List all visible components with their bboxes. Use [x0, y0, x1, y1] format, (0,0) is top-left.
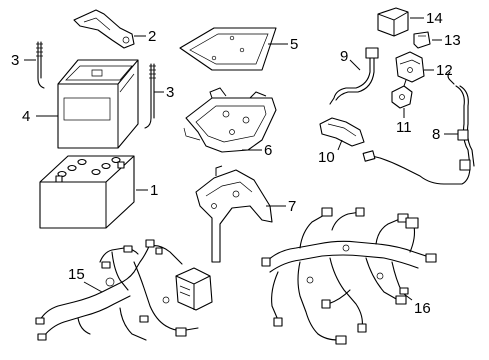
callout-3-right: 3 [166, 84, 174, 101]
callout-1: 1 [150, 182, 158, 199]
part-4-battery-box [57, 59, 139, 149]
callout-labels: 1 2 3 3 4 5 6 7 8 9 10 11 12 13 14 15 16 [11, 10, 461, 317]
callout-10: 10 [318, 149, 335, 166]
part-15-engine-harness [35, 239, 213, 341]
callout-15: 15 [68, 266, 85, 283]
part-3-hold-down-rod-left [36, 41, 45, 89]
callout-16: 16 [414, 300, 431, 317]
part-13-clip [413, 31, 431, 49]
callout-3-left: 3 [11, 52, 19, 69]
part-5-tray-pad [179, 27, 277, 71]
part-7-mounting-bracket [195, 165, 273, 263]
callout-leaders [24, 17, 458, 301]
part-6-battery-tray [183, 87, 277, 153]
part-2-hold-down-clamp [73, 9, 135, 49]
part-1-battery [39, 155, 135, 229]
callout-12: 12 [436, 62, 453, 79]
callout-14: 14 [426, 10, 443, 27]
part-14-fuse-box [377, 7, 409, 37]
callout-13: 13 [444, 32, 461, 49]
part-8-battery-cable [362, 71, 475, 185]
part-12-link-holder [395, 51, 425, 83]
callout-9: 9 [340, 48, 348, 65]
callout-8: 8 [432, 126, 440, 143]
callout-7: 7 [288, 198, 296, 215]
callout-6: 6 [264, 142, 272, 159]
part-3-hold-down-rod-right [144, 63, 156, 129]
battery-cell-caps [57, 156, 121, 178]
part-11-terminal-clamp [391, 79, 413, 109]
callout-4: 4 [22, 108, 30, 125]
callout-11: 11 [396, 119, 412, 136]
part-16-main-harness [261, 207, 437, 345]
part-9-terminal-cable [329, 47, 379, 105]
part-10-bracket [319, 117, 365, 147]
callout-5: 5 [290, 36, 298, 53]
callout-2: 2 [148, 28, 156, 45]
